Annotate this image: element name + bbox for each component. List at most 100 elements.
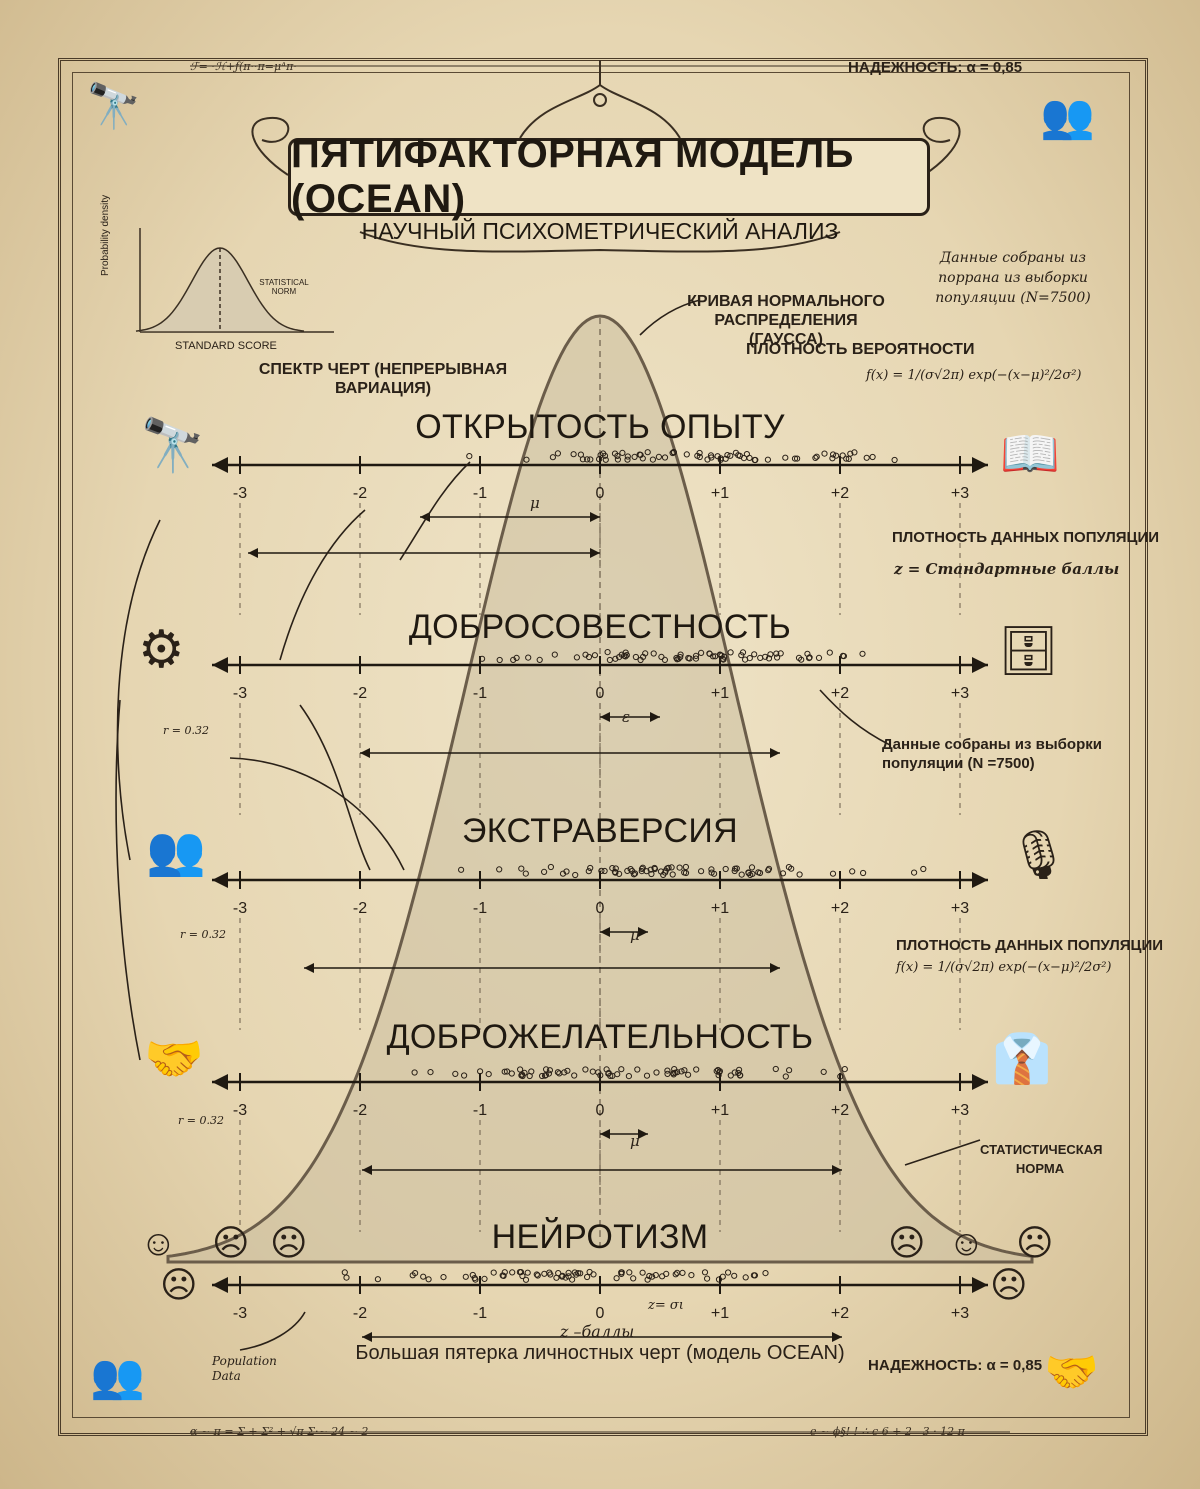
population-dot: [634, 1066, 641, 1073]
population-dot: [590, 1271, 597, 1278]
page-title: ПЯТИФАКТОРНАЯ МОДЕЛЬ (OCEAN): [291, 132, 854, 221]
population-dot: [637, 656, 644, 664]
population-dot: [647, 866, 654, 873]
range-arrowhead: [420, 512, 430, 522]
population-dot: [612, 655, 619, 662]
handwritten-note: Данные собраны из поррана из выборки поп…: [935, 250, 1091, 306]
tick-label: -3: [232, 1102, 248, 1119]
population-dot: [727, 649, 734, 656]
population-dot: [736, 1066, 743, 1073]
tick-label: -2: [352, 1102, 368, 1119]
population-dot: [595, 1069, 602, 1076]
population-dot: [374, 1276, 381, 1283]
population-dot: [815, 654, 823, 662]
tick-label: -3: [232, 900, 248, 917]
population-dot: [573, 1271, 580, 1278]
population-dot: [471, 1275, 478, 1282]
z-balls-label: z –баллы: [560, 1322, 635, 1341]
gaussian-bell-curve: [166, 314, 1034, 1264]
population-dot: [601, 867, 608, 875]
z-eq-label: z= σι: [648, 1298, 684, 1313]
population-dot: [603, 1066, 610, 1073]
reliability-top: НАДЕЖНОСТЬ: α = 0,85: [848, 59, 1023, 76]
business-people-icon: 👔: [992, 1033, 1052, 1086]
population-dot: [751, 456, 758, 464]
r-value-3: r = 0.32: [178, 1114, 224, 1127]
range-arrowhead: [770, 963, 780, 973]
population-dot: [517, 1269, 525, 1276]
population-dot: [821, 450, 828, 457]
telescope-corner-icon: 🔭: [86, 82, 141, 131]
tick-label: -1: [472, 900, 488, 917]
population-dot: [646, 1272, 653, 1280]
tick-label: 0: [595, 685, 605, 702]
prob-density-label: ПЛОТНОСТЬ ВЕРОЯТНОСТИ: [746, 341, 975, 358]
inset-xlabel: STANDARD SCORE: [175, 340, 277, 352]
population-dot: [701, 1269, 709, 1276]
sad-face-icon: ☹: [160, 1264, 198, 1305]
population-dot: [636, 451, 643, 458]
population-dot: [911, 869, 918, 876]
population-dot: [606, 656, 614, 664]
population-dot: [762, 1270, 769, 1277]
tick-label: -1: [472, 485, 488, 502]
population-dot: [764, 456, 772, 463]
population-dot: [604, 649, 611, 656]
population-dot: [652, 1272, 659, 1279]
pop-density-label-1: ПЛОТНОСТЬ ДАННЫХ ПОПУЛЯЦИИ: [892, 529, 1160, 546]
population-dot: [644, 449, 651, 456]
population-dot: [722, 865, 729, 873]
axis-arrowhead: [972, 457, 988, 473]
population-dot: [742, 656, 749, 663]
population-dot: [738, 871, 745, 878]
population-dot: [521, 1069, 528, 1077]
population-dot: [661, 656, 669, 664]
tick-label: +3: [950, 1102, 970, 1119]
population-dot: [554, 1069, 562, 1076]
population-dot: [767, 651, 774, 658]
open-book-icon: 📖: [1000, 428, 1060, 481]
population-dot: [587, 864, 594, 872]
people-talking-icon: 👥: [146, 825, 206, 878]
r-value-1: r = 0.32: [163, 724, 209, 737]
title-ornament: [251, 60, 961, 253]
population-dot: [600, 450, 607, 457]
population-dot: [490, 1269, 497, 1276]
range-arrowhead: [600, 927, 610, 937]
population-dot: [745, 869, 752, 877]
population-dot: [625, 1073, 633, 1080]
population-dot: [643, 1072, 651, 1079]
range-arrowhead: [590, 548, 600, 558]
population-dot: [543, 1066, 550, 1073]
axis-arrowhead: [972, 1074, 988, 1090]
population-dot: [539, 1072, 546, 1080]
population-dot: [630, 871, 638, 878]
population-dot: [626, 1269, 633, 1276]
reliability-bottom: НАДЕЖНОСТЬ: α = 0,85: [868, 1357, 1043, 1374]
trait-title-openness: ОТКРЫТОСТЬ ОПЫТУ: [415, 408, 785, 446]
population-dot: [644, 1276, 651, 1283]
population-dot: [534, 1272, 541, 1279]
population-dot: [693, 1066, 700, 1073]
tick-label: -3: [232, 685, 248, 702]
gears-icon: ⚙: [138, 621, 185, 679]
population-dot: [639, 1269, 646, 1276]
population-dot: [920, 865, 927, 873]
population-dot: [624, 456, 631, 463]
population-dot: [795, 654, 803, 662]
population-dot: [851, 449, 858, 456]
handshake-corner-icon: 🤝: [1044, 1348, 1099, 1397]
population-dot: [682, 863, 690, 871]
population-dot: [664, 1070, 671, 1078]
population-dot: [765, 655, 773, 662]
population-dot: [541, 1072, 549, 1079]
population-dot: [624, 453, 631, 460]
outer-frame: [58, 58, 1148, 1436]
population-dot: [731, 1272, 738, 1279]
population-dot: [829, 455, 836, 462]
range-arrowhead: [832, 1165, 842, 1175]
population-dot: [747, 871, 754, 879]
population-dot: [658, 653, 665, 661]
population-dot: [496, 866, 503, 873]
